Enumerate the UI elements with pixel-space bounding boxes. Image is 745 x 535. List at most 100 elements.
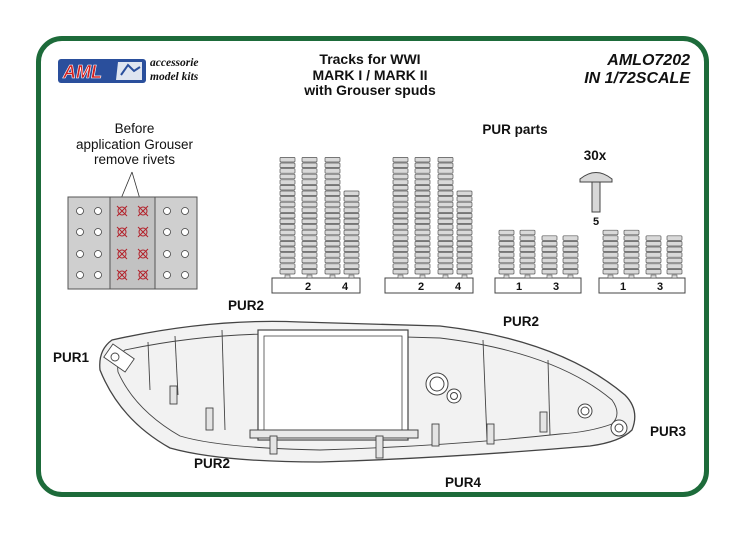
track-link: [392, 157, 409, 163]
track-link: [456, 201, 473, 208]
sprue-2-number-a: 2: [418, 281, 425, 293]
track-link: [437, 168, 454, 174]
track-link: [456, 269, 473, 275]
track-link: [279, 213, 296, 219]
track-link: [392, 179, 409, 185]
track-link: [414, 185, 431, 191]
track-link: [602, 246, 619, 252]
track-link: [437, 269, 454, 275]
track-link: [437, 218, 454, 224]
track-link: [324, 257, 341, 264]
track-link: [414, 263, 431, 269]
track-link: [324, 213, 341, 219]
track-link: [437, 196, 454, 202]
sprue-2-number-b: 4: [455, 281, 462, 293]
track-link: [279, 241, 296, 247]
label-pur1: PUR1: [53, 350, 90, 365]
track-link: [498, 235, 515, 241]
track-link: [324, 218, 341, 224]
track-link: [279, 257, 296, 264]
track-link: [343, 269, 360, 275]
track-link: [343, 241, 360, 247]
track-link: [645, 241, 662, 247]
track-link: [645, 235, 662, 241]
sprue-gate: [650, 274, 657, 279]
track-link: [324, 224, 341, 230]
title-line-1: Tracks for WWI: [319, 51, 421, 67]
track-link: [519, 269, 536, 275]
track-link: [301, 252, 318, 258]
track-link: [279, 224, 296, 230]
track-link: [541, 241, 558, 247]
track-link: [279, 252, 296, 258]
track-link: [301, 235, 318, 241]
track-link: [414, 162, 431, 168]
track-link: [392, 218, 409, 224]
track-link: [324, 235, 341, 241]
sprue-gate: [461, 274, 468, 279]
track-link: [562, 235, 579, 241]
track-link: [541, 235, 558, 241]
track-link: [437, 257, 454, 264]
track-link: [456, 263, 473, 269]
track-link: [602, 263, 619, 269]
track-plate: [67, 196, 198, 290]
brand-tagline: accessorie model kits: [150, 57, 199, 85]
rivet-remove-marks: [116, 205, 149, 281]
track-link: [279, 246, 296, 252]
track-link: [456, 235, 473, 241]
page-title: Tracks for WWI MARK I / MARK II with Gro…: [285, 51, 455, 99]
sprue-1-number-a: 2: [305, 281, 312, 293]
track-link: [414, 168, 431, 174]
track-link: [392, 190, 409, 196]
track-link: [301, 207, 318, 213]
track-link: [324, 196, 341, 202]
track-link: [456, 241, 473, 247]
track-link: [392, 235, 409, 241]
title-line-3: with Grouser spuds: [304, 82, 436, 99]
sprue-gate: [546, 274, 553, 279]
track-link: [392, 213, 409, 219]
track-link: [414, 179, 431, 185]
track-link: [343, 246, 360, 252]
track-link: [279, 229, 296, 236]
track-link: [437, 252, 454, 258]
track-link: [623, 263, 640, 269]
track-link: [324, 190, 341, 196]
sprue-gate: [306, 274, 313, 279]
track-link: [301, 185, 318, 191]
track-link: [343, 201, 360, 208]
track-link: [279, 185, 296, 191]
tagline-line-2: model kits: [150, 70, 199, 83]
label-pur3: PUR3: [650, 424, 687, 439]
sprue-gate: [567, 274, 574, 279]
product-code: AMLO7202 IN 1/72SCALE: [560, 52, 690, 87]
track-link: [437, 229, 454, 236]
track-link: [602, 229, 619, 236]
sprue-gate: [442, 274, 449, 279]
track-link: [392, 229, 409, 236]
pur-parts-heading: PUR parts: [482, 122, 548, 137]
track-link: [392, 207, 409, 213]
instruction-line-1: Before: [114, 121, 155, 136]
track-link: [498, 263, 515, 269]
track-link: [279, 269, 296, 275]
track-link: [456, 257, 473, 264]
tagline-line-1: accessorie: [150, 57, 199, 69]
track-link: [414, 269, 431, 275]
track-link: [456, 229, 473, 236]
track-link: [437, 246, 454, 252]
track-link: [456, 190, 473, 196]
track-link: [562, 263, 579, 269]
track-link: [279, 207, 296, 213]
track-link: [392, 224, 409, 230]
track-link: [343, 207, 360, 213]
track-link: [562, 257, 579, 264]
sprue-1-number-b: 4: [342, 281, 349, 293]
track-link: [456, 213, 473, 219]
track-link: [623, 229, 640, 236]
track-link: [324, 185, 341, 191]
sprue-3-number-b: 3: [553, 281, 560, 293]
product-scale: IN 1/72SCALE: [584, 69, 690, 87]
